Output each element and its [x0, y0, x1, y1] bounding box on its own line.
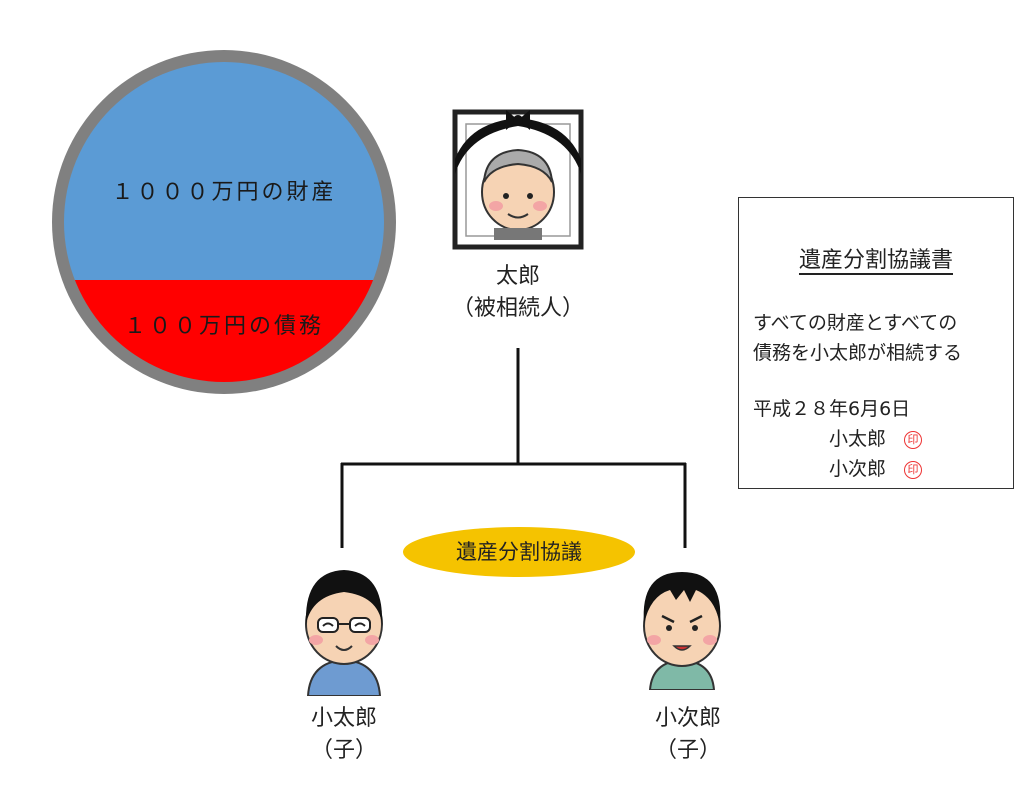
child-with-glasses-icon — [298, 562, 390, 697]
assets-label: １０００万円の財産 — [111, 180, 337, 205]
partition-agreement-document: 遺産分割協議書 すべての財産とすべての 債務を小太郎が相続する 平成２８年6月6… — [738, 197, 1014, 489]
document-date: 平成２８年6月6日 — [753, 398, 911, 420]
heir2-role: （子） — [654, 738, 721, 763]
memorial-portrait-icon — [448, 104, 588, 254]
heir1-name: 小太郎 — [310, 706, 377, 731]
decedent-name: 太郎 — [495, 264, 540, 289]
negotiation-badge: 遺産分割協議 — [403, 527, 635, 577]
estate-circle: １０００万円の財産 １００万円の債務 — [52, 50, 396, 394]
document-body-line1: すべての財産とすべての — [753, 312, 958, 334]
decedent-role: （被相続人） — [451, 296, 584, 321]
signer-row-2: 小次郎印 — [829, 454, 923, 484]
document-body-line2: 債務を小太郎が相続する — [753, 342, 963, 364]
heir1-role: （子） — [310, 738, 377, 763]
debt-label: １００万円の債務 — [123, 314, 324, 339]
child-icon — [636, 566, 728, 691]
signer2-name: 小次郎 — [829, 458, 887, 480]
estate-circle-graphic — [52, 50, 396, 394]
signer1-name: 小太郎 — [829, 428, 887, 450]
seal-stamp-icon: 印 — [904, 431, 923, 449]
seal-stamp-icon: 印 — [904, 461, 923, 479]
signer-row-1: 小太郎印 — [829, 424, 923, 454]
document-title: 遺産分割協議書 — [798, 248, 953, 273]
heir2-name: 小次郎 — [654, 706, 721, 731]
